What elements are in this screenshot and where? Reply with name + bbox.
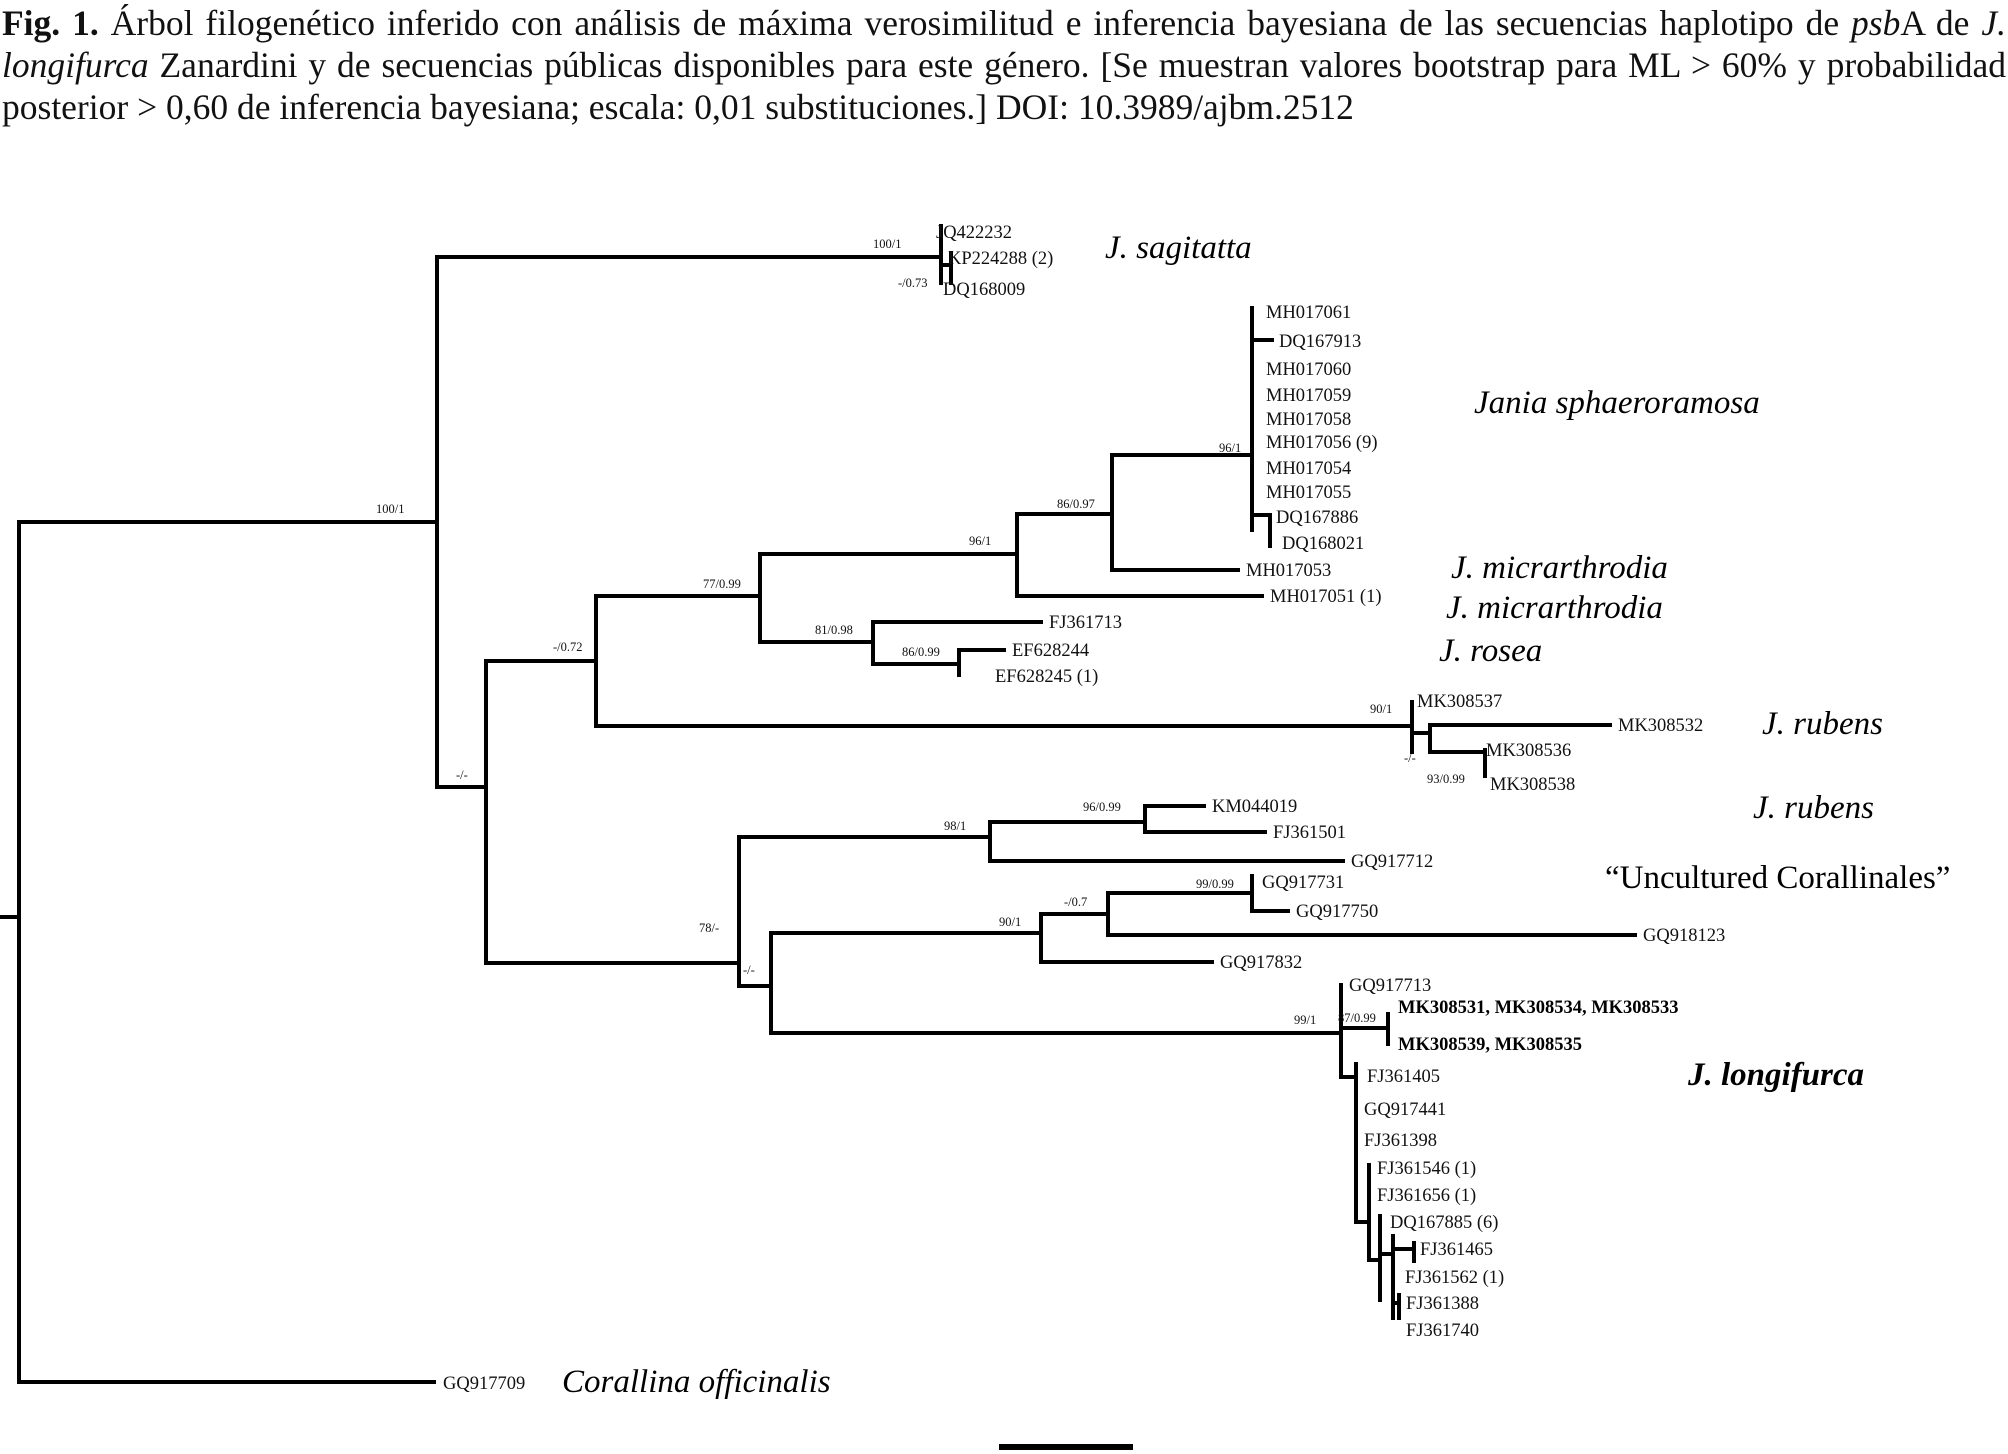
- caption-run: A de: [1900, 3, 1982, 43]
- tip-label: GQ917731: [1262, 873, 1344, 893]
- tip-label-bold: MK308539, MK308535: [1398, 1035, 1582, 1055]
- tip-label: EF628244: [1012, 641, 1089, 661]
- tree-branches: [0, 224, 1637, 1450]
- tip-label: FJ361713: [1049, 613, 1122, 633]
- tip-label: MK308532: [1618, 716, 1703, 736]
- support-value: 78/-: [699, 921, 719, 935]
- tip-labels: JQ422232 KP224288 (2) DQ168009 MH017061 …: [443, 223, 1725, 1394]
- support-value: 90/1: [1370, 702, 1392, 716]
- clade-label-sagitatta: J. sagitatta: [1105, 230, 1252, 266]
- support-value: 98/1: [944, 819, 966, 833]
- tip-label: MH017056 (9): [1266, 433, 1378, 453]
- tip-label: MH017059: [1266, 386, 1351, 406]
- support-value: 96/1: [1219, 441, 1241, 455]
- tip-label: FJ361546 (1): [1377, 1159, 1476, 1179]
- clade-label-longifurca: J. longifurca: [1687, 1057, 1864, 1093]
- tip-label: MH017061: [1266, 303, 1351, 323]
- tip-label: EF628245 (1): [995, 667, 1098, 687]
- clade-label-corallina: Corallina officinalis: [562, 1364, 831, 1400]
- tip-label: FJ361388: [1406, 1294, 1479, 1314]
- tip-label: JQ422232: [936, 223, 1012, 243]
- tip-label: DQ168021: [1282, 534, 1364, 554]
- support-value: 81/0.98: [815, 623, 853, 637]
- tip-label: KP224288 (2): [948, 249, 1053, 269]
- support-value: 100/1: [376, 502, 404, 516]
- clade-label-sphaeroramosa: Jania sphaeroramosa: [1474, 385, 1760, 421]
- tip-label: MK308537: [1417, 692, 1502, 712]
- tip-label: FJ361405: [1367, 1067, 1440, 1087]
- tip-label: MK308538: [1490, 775, 1575, 795]
- caption-text: Árbol filogenético inferido con análisis…: [2, 3, 2006, 127]
- tip-label-bold: MK308531, MK308534, MK308533: [1398, 998, 1679, 1018]
- support-value: 77/0.99: [703, 577, 741, 591]
- tip-label: MH017060: [1266, 360, 1351, 380]
- figure-label: Fig. 1.: [2, 3, 99, 43]
- tip-label: DQ167886: [1276, 508, 1358, 528]
- clade-label-micrarthrodia-1: J. micrarthrodia: [1451, 550, 1668, 586]
- tip-label: MH017054: [1266, 459, 1351, 479]
- support-value: 86/0.97: [1057, 497, 1095, 511]
- caption-run: Árbol filogenético inferido con análisis…: [98, 3, 1851, 43]
- tip-label: MK308536: [1486, 741, 1571, 761]
- tip-label: DQ167885 (6): [1390, 1213, 1498, 1233]
- clade-label-micrarthrodia-2: J. micrarthrodia: [1446, 590, 1663, 626]
- tip-label: DQ168009: [943, 280, 1025, 300]
- support-value: 87/0.99: [1338, 1011, 1376, 1025]
- support-value: 90/1: [999, 915, 1021, 929]
- tip-label: GQ917713: [1349, 976, 1431, 996]
- support-value: 96/0.99: [1083, 800, 1121, 814]
- caption-run: J. longifurca: [2, 3, 2006, 85]
- tip-label: GQ917712: [1351, 852, 1433, 872]
- support-value: 99/0.99: [1196, 877, 1234, 891]
- support-value: 100/1: [873, 237, 901, 251]
- caption-run: Zanardini y de secuencias públicas dispo…: [2, 45, 2006, 127]
- support-value: -/0.7: [1064, 895, 1087, 909]
- tip-label: MH017055: [1266, 483, 1351, 503]
- tip-label: FJ361465: [1420, 1240, 1493, 1260]
- tip-label: GQ917709: [443, 1374, 525, 1394]
- tip-label: DQ167913: [1279, 332, 1361, 352]
- tip-label: FJ361398: [1364, 1131, 1437, 1151]
- support-value: -/0.72: [553, 640, 583, 654]
- caption-run: psb: [1851, 3, 1901, 43]
- figure-caption: Fig. 1. Árbol filogenético inferido con …: [2, 2, 2006, 128]
- tip-label: FJ361562 (1): [1405, 1268, 1504, 1288]
- tip-label: GQ918123: [1643, 926, 1725, 946]
- clade-label-rosea: J. rosea: [1439, 633, 1542, 669]
- support-value: -/-: [743, 963, 755, 977]
- tip-label: MH017053: [1246, 561, 1331, 581]
- support-value: 93/0.99: [1427, 772, 1465, 786]
- tip-label: FJ361656 (1): [1377, 1186, 1476, 1206]
- support-value: -/0.73: [898, 276, 928, 290]
- tip-label: FJ361501: [1273, 823, 1346, 843]
- clade-labels: J. sagitatta Jania sphaeroramosa J. micr…: [562, 230, 1950, 1400]
- support-value: 96/1: [969, 534, 991, 548]
- tip-label: KM044019: [1212, 797, 1297, 817]
- tip-label: GQ917750: [1296, 902, 1378, 922]
- support-value: 99/1: [1294, 1013, 1316, 1027]
- tip-label: GQ917441: [1364, 1100, 1446, 1120]
- clade-label-rubens-1: J. rubens: [1762, 706, 1883, 742]
- support-value: 86/0.99: [902, 645, 940, 659]
- tip-label: FJ361740: [1406, 1321, 1479, 1341]
- clade-label-rubens-2: J. rubens: [1753, 790, 1874, 826]
- support-value: -/-: [456, 768, 468, 782]
- tip-label: MH017058: [1266, 410, 1351, 430]
- tip-label: GQ917832: [1220, 953, 1302, 973]
- tip-label: MH017051 (1): [1270, 587, 1382, 607]
- support-values: 100/1 100/1 -/0.73 -/- -/0.72 77/0.99 96…: [376, 237, 1465, 1027]
- support-value: -/-: [1404, 751, 1416, 765]
- clade-label-uncultured: “Uncultured Corallinales”: [1605, 860, 1950, 896]
